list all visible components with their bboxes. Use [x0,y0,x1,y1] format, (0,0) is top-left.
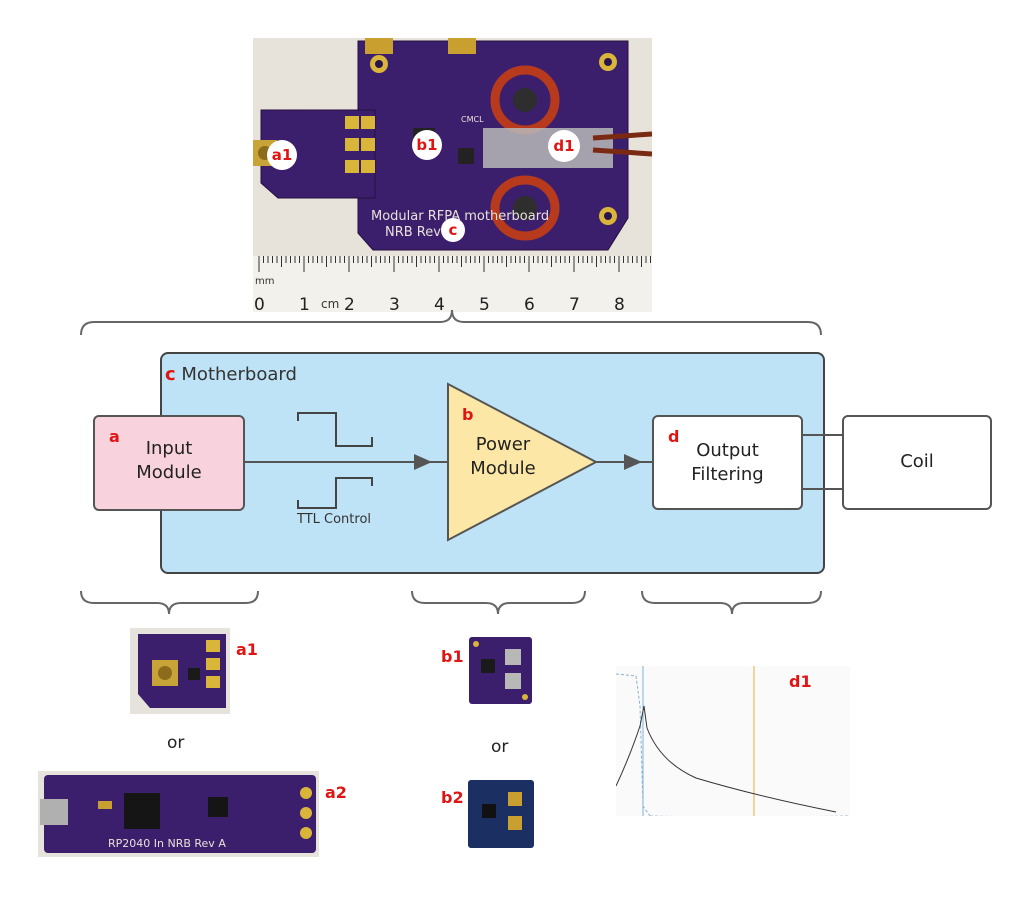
input-module-letter: a [109,427,120,446]
board-label-2: NRB Rev C [385,225,454,240]
marker-d1: d1 [548,130,580,162]
label-a1: a1 [236,640,258,659]
label-b1: b1 [441,647,464,666]
label-a2: a2 [325,783,347,802]
input-module-box: a Input Module [93,415,245,511]
b1-board-photo [469,637,532,704]
a2-board-text: RP2040 In NRB Rev A [108,837,226,850]
b2-board-photo [468,780,534,848]
d1-response-plot [615,666,851,818]
board-label-1: Modular RFPA motherboard [371,209,549,224]
power-module-triangle [447,382,599,542]
power-module-line2: Module [470,458,536,479]
label-b2: b2 [441,788,464,807]
marker-a1: a1 [267,140,297,170]
ruler-label: 4 [434,295,445,312]
ruler-label: 5 [479,295,490,312]
ruler-label: 6 [524,295,535,312]
input-board-label: RFPA In NRB Rev B [273,100,339,108]
input-module-line2: Module [136,462,202,483]
ruler-label: 1 [299,295,310,312]
cmc-label: CMCL [461,115,484,124]
motherboard-label: Motherboard [181,364,297,385]
ruler-label: 7 [569,295,580,312]
power-module-letter: b [462,405,474,424]
marker-b1: b1 [412,130,442,160]
motherboard-title: c Motherboard [165,364,297,385]
ruler-label: 2 [344,295,355,312]
motherboard-photo: Modular RFPA motherboard NRB Rev C RFPA … [253,38,652,312]
ttl-wave-top [297,412,373,447]
ruler-ticks [258,256,651,272]
power-module-line1: Power [475,434,531,455]
or-mid: or [491,737,509,757]
or-left: or [167,733,185,753]
a1-board-photo [130,628,230,714]
ruler-cm: cm [321,297,339,311]
output-filtering-box: d Output Filtering [652,415,803,510]
ttl-label: TTL Control [297,512,372,527]
ttl-wave-bottom [297,477,373,509]
ruler-label: 8 [614,295,625,312]
output-filtering-letter: d [668,427,680,446]
ruler-mm: mm [255,276,274,287]
ruler-label: 3 [389,295,400,312]
coil-box: Coil [842,415,992,510]
a2-board-photo: RP2040 In NRB Rev A [38,771,319,857]
input-module-line1: Input [145,438,193,459]
ruler-label: 0 [254,295,265,312]
marker-c: c [441,218,465,242]
output-filtering-line2: Filtering [691,464,764,485]
output-filtering-line1: Output [696,440,759,461]
coil-label: Coil [900,451,934,472]
d1-curves [615,666,851,818]
motherboard-letter: c [165,364,176,385]
label-d1: d1 [789,672,812,691]
